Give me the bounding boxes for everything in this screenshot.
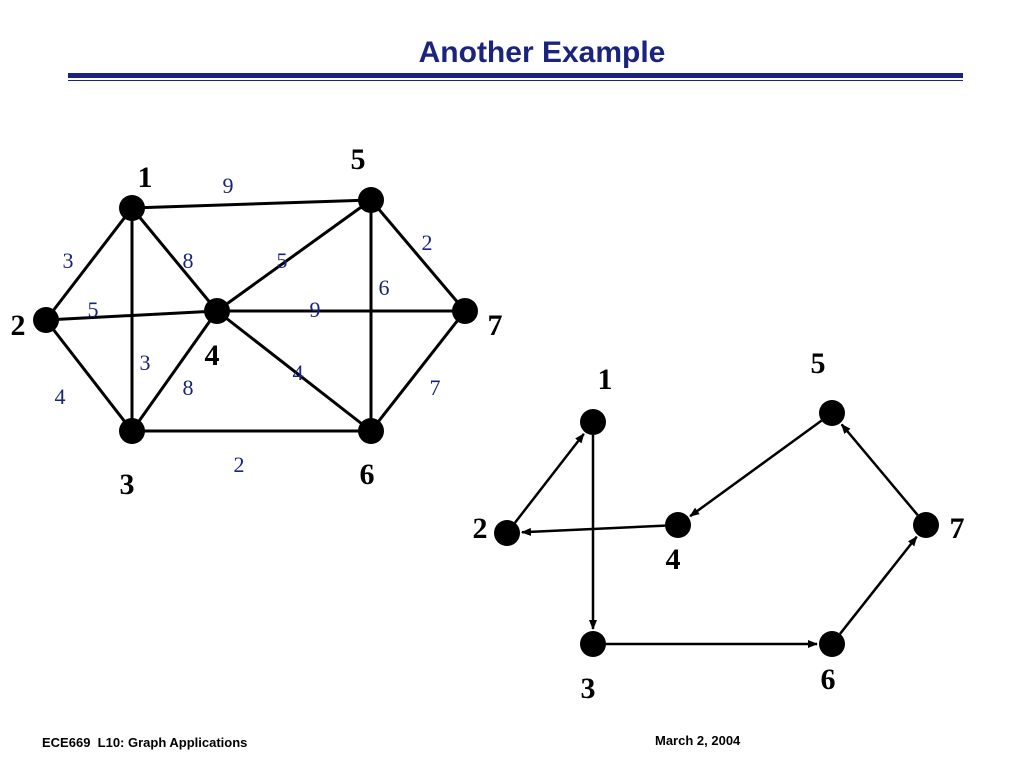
tree-node-7 (913, 512, 939, 538)
tree-node-4 (665, 512, 691, 538)
edge-weight-2-4: 5 (88, 297, 99, 322)
footer-date: March 2, 2004 (655, 733, 741, 748)
arrow-4-to-2 (520, 524, 666, 536)
tree-node-5 (819, 400, 845, 426)
edge-1-5 (131, 198, 372, 210)
arrow-2-to-1 (513, 433, 585, 524)
node-5 (358, 187, 384, 213)
arrow-5-to-4 (689, 419, 823, 518)
node-label-4: 4 (205, 339, 220, 372)
edge-weight-4-5: 5 (277, 248, 288, 273)
edge-weight-5-6: 6 (379, 275, 390, 300)
node-4 (204, 298, 230, 324)
edge-4-3 (130, 310, 219, 432)
tree-node-label-2: 2 (473, 512, 488, 545)
edge-weight-1-5: 9 (223, 173, 234, 198)
footer-course-label: ECE669 L10: Graph Applications (42, 735, 248, 750)
tree-node-6 (819, 631, 845, 657)
directed-tree: 1 2 3 4 5 6 7 (473, 347, 965, 705)
edge-weight-4-7: 9 (310, 297, 321, 322)
edge-6-7 (369, 310, 467, 432)
edge-weight-4-6: 4 (293, 360, 304, 385)
arrow-6-to-7 (839, 535, 918, 635)
edge-4-6 (216, 309, 372, 433)
tree-node-label-4: 4 (666, 543, 681, 576)
edge-5-7 (369, 199, 467, 312)
node-label-1: 1 (138, 161, 153, 194)
node-label-7: 7 (488, 309, 503, 342)
node-1 (119, 195, 145, 221)
node-2 (33, 307, 59, 333)
edge-weight-5-7: 2 (422, 230, 433, 255)
edge-2-4 (45, 309, 218, 322)
node-label-5: 5 (351, 143, 366, 176)
node-3 (119, 418, 145, 444)
tree-node-label-1: 1 (598, 363, 613, 396)
edge-weight-4-3: 8 (183, 375, 194, 400)
slide-title: Another Example (418, 36, 666, 69)
edge-1-4 (130, 207, 219, 312)
edge-4-5 (216, 198, 372, 313)
node-7 (452, 298, 478, 324)
tree-node-label-3: 3 (581, 672, 596, 705)
tree-node-2 (494, 520, 520, 546)
node-label-6: 6 (360, 458, 375, 491)
tree-node-label-7: 7 (950, 512, 965, 545)
edge-weight-1-2: 3 (63, 248, 74, 273)
edge-weight-3-6: 2 (234, 452, 245, 477)
node-label-2: 2 (11, 309, 26, 342)
tree-node-label-5: 5 (811, 347, 826, 380)
title-rule-thin (68, 80, 963, 81)
node-label-3: 3 (120, 468, 135, 501)
tree-node-1 (580, 409, 606, 435)
edge-1-2 (44, 207, 134, 321)
edge-weight-1-4: 8 (183, 248, 194, 273)
edge-weight-2-3: 4 (55, 384, 66, 409)
tree-node-label-6: 6 (821, 663, 836, 696)
edge-weight-1-3: 3 (140, 350, 151, 375)
edge-2-3 (44, 319, 134, 432)
edge-weight-6-7: 7 (430, 375, 441, 400)
node-6 (358, 418, 384, 444)
tree-node-3 (580, 631, 606, 657)
arrow-7-to-5 (840, 423, 919, 516)
title-rule-thick (68, 73, 963, 78)
